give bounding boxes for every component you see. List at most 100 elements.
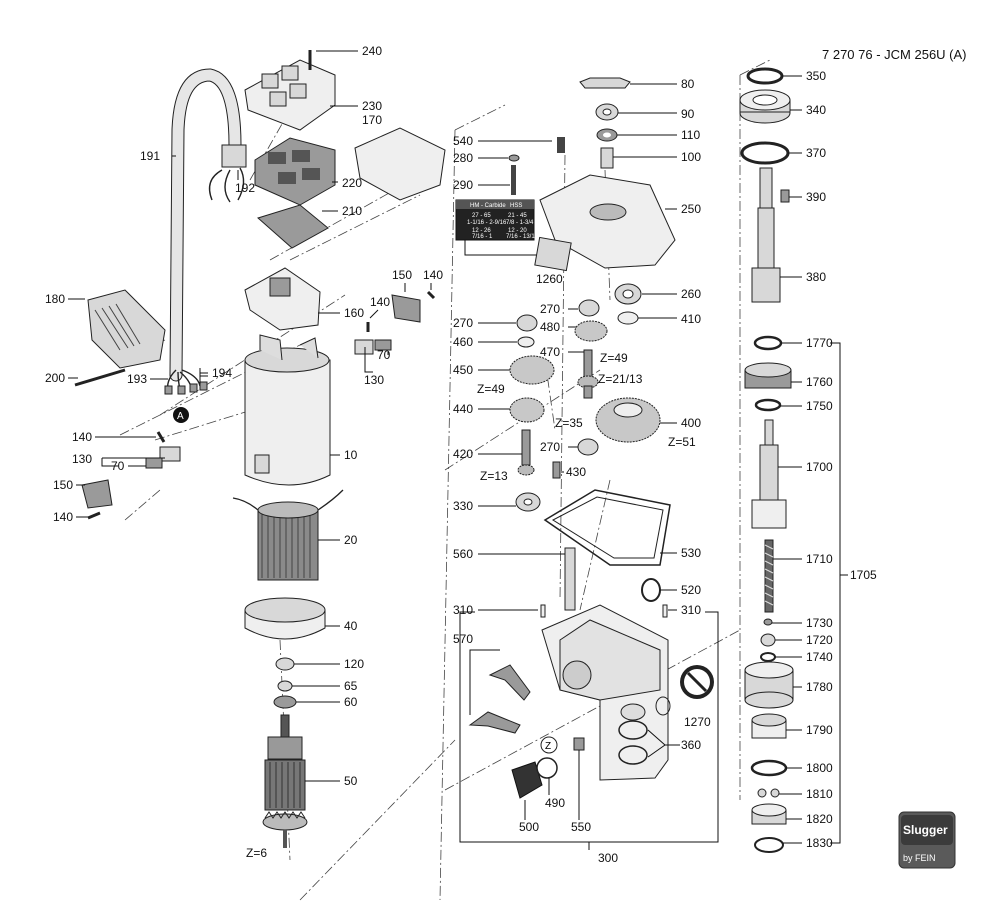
arbor-1700 <box>751 419 787 529</box>
part-label-480: 480 <box>540 320 560 334</box>
brush-holder-130-upper <box>354 339 374 355</box>
part-label-60: 60 <box>344 695 358 709</box>
key-390 <box>780 189 790 203</box>
part-label-1720: 1720 <box>806 633 833 647</box>
speed-table-r2-hss-sub: 7/16 - 13/16 <box>506 234 539 240</box>
part-label-130-2: 130 <box>72 452 92 466</box>
part-label-140-3: 140 <box>72 430 92 444</box>
part-label-1760: 1760 <box>806 375 833 389</box>
gasket-530 <box>543 489 671 566</box>
part-label-100: 100 <box>681 150 701 164</box>
gear-note-z51: Z=51 <box>668 435 696 449</box>
pad-210 <box>257 204 329 249</box>
brush-cap-150-lower <box>81 479 113 509</box>
part-label-1705: 1705 <box>850 568 877 582</box>
gear-note-z21: Z=21/13 <box>598 372 643 386</box>
speed-table-r1-hm-sub: 1-1/16 - 2-9/16 <box>467 220 507 226</box>
brush-holder-130-lower <box>159 446 181 462</box>
ring-1740 <box>760 652 776 662</box>
part-label-490: 490 <box>545 796 565 810</box>
part-label-410: 410 <box>681 312 701 326</box>
part-label-340: 340 <box>806 103 826 117</box>
part-label-50: 50 <box>344 774 358 788</box>
bearing-340 <box>739 89 791 124</box>
part-label-65: 65 <box>344 679 358 693</box>
ring-1770 <box>753 335 783 351</box>
logo-brand: Slugger <box>903 823 948 837</box>
ring-1800 <box>750 759 788 777</box>
speed-table-head-hm: HM - Carbide <box>470 203 506 209</box>
washer-65 <box>277 680 293 692</box>
part-label-270: 270 <box>540 302 560 316</box>
speed-table-r1-hss-sub: 7/8 - 1-3/4 <box>506 220 534 226</box>
part-label-1790: 1790 <box>806 723 833 737</box>
washer-280 <box>508 154 520 162</box>
ring-460 <box>517 336 535 348</box>
handle-cover-180 <box>87 289 166 369</box>
part-label-170: 170 <box>362 113 382 127</box>
bracket-1705 <box>830 342 848 844</box>
screw-540 <box>557 137 565 153</box>
bracket-570 <box>469 649 500 715</box>
marker-a-circle <box>173 407 189 423</box>
speed-table-r1-hss: 21 - 45 <box>508 213 527 219</box>
part-label-150-2: 150 <box>53 478 73 492</box>
warning-sticker-1270 <box>655 665 714 716</box>
part-label-1730: 1730 <box>806 616 833 630</box>
fan-60 <box>273 695 297 709</box>
marker-z: Z <box>545 741 551 752</box>
bearing-120 <box>275 657 295 671</box>
strain-relief-192 <box>221 144 247 168</box>
part-label-230: 230 <box>362 99 382 113</box>
shaft-470 <box>577 349 599 399</box>
part-label-1270: 1270 <box>684 715 711 729</box>
part-label-500: 500 <box>519 820 539 834</box>
part-label-1800: 1800 <box>806 761 833 775</box>
part-label-194: 194 <box>212 366 232 380</box>
part-label-180: 180 <box>45 292 65 306</box>
part-label-40: 40 <box>344 619 358 633</box>
marker-a: A <box>177 411 184 422</box>
leader-140-2 <box>369 309 379 319</box>
part-label-270-3: 270 <box>540 440 560 454</box>
part-label-370: 370 <box>806 146 826 160</box>
key-430 <box>552 461 561 479</box>
bracket-360 <box>647 729 680 758</box>
label-1260 <box>534 236 572 272</box>
gear-note-z49-b: Z=49 <box>477 382 505 396</box>
carbon-brush-70-lower <box>145 457 163 469</box>
part-label-220: 220 <box>342 176 362 190</box>
bearing-270-c <box>577 438 599 456</box>
part-label-70-2: 70 <box>111 459 125 473</box>
part-label-400: 400 <box>681 416 701 430</box>
part-label-310-2: 310 <box>681 603 701 617</box>
part-label-390: 390 <box>806 190 826 204</box>
gear-note-z35: Z=35 <box>555 416 583 430</box>
part-label-1830: 1830 <box>806 836 833 850</box>
part-label-150: 150 <box>392 268 412 282</box>
part-label-380: 380 <box>806 270 826 284</box>
part-label-130: 130 <box>364 373 384 387</box>
oring-490 <box>536 757 558 779</box>
ring-1830 <box>754 837 784 853</box>
speed-table-r1-hm: 27 - 65 <box>472 213 491 219</box>
part-label-10: 10 <box>344 448 358 462</box>
part-label-1700: 1700 <box>806 460 833 474</box>
part-label-80: 80 <box>681 77 695 91</box>
ring-520 <box>641 578 661 602</box>
part-label-450: 450 <box>453 363 473 377</box>
motor-housing-10 <box>244 359 331 486</box>
part-label-250: 250 <box>681 202 701 216</box>
part-label-540: 540 <box>453 134 473 148</box>
part-label-560: 560 <box>453 547 473 561</box>
part-label-1770: 1770 <box>806 336 833 350</box>
spring-1710 <box>764 539 774 613</box>
armature-50 <box>262 714 308 848</box>
part-label-1780: 1780 <box>806 680 833 694</box>
gear-450 <box>509 355 555 385</box>
screw-200 <box>74 368 126 387</box>
part-label-1820: 1820 <box>806 812 833 826</box>
part-label-160: 160 <box>344 306 364 320</box>
part-label-110: 110 <box>681 128 700 142</box>
